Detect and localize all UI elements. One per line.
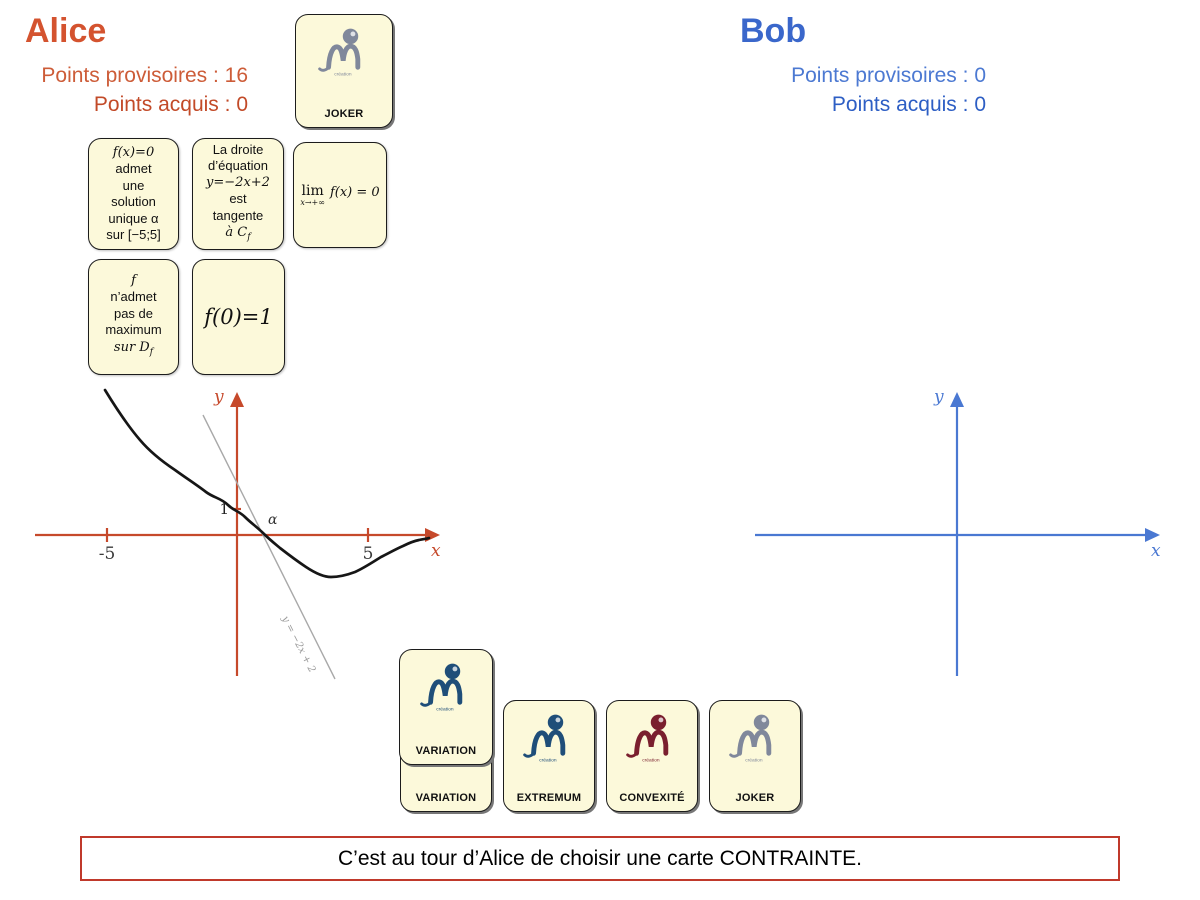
alice-provisional-points-label: Points provisoires :: [41, 64, 219, 87]
hand-card-joker[interactable]: création JOKER: [709, 700, 801, 812]
tangent-line: [202, 414, 336, 680]
card-label: VARIATION: [415, 745, 477, 757]
brand-logo-icon: création: [420, 663, 463, 712]
card-text-line: est: [229, 191, 247, 207]
limit-subscript: x→+∞: [300, 197, 325, 207]
bob-points-panel: Points provisoires : 0 Points acquis : 0: [740, 61, 986, 119]
card-label: CONVEXITÉ: [619, 792, 685, 804]
bob-graph: x y: [755, 387, 1161, 676]
raised-card-variation[interactable]: création VARIATION: [399, 649, 493, 765]
alice-acquired-points-label: Points acquis :: [93, 93, 231, 116]
card-text-line: admet: [115, 161, 152, 176]
alice-acquired-points-value: 0: [236, 93, 248, 116]
player-name-bob: Bob: [740, 12, 807, 50]
card-text-line: La droite: [212, 141, 264, 157]
card-text-line: sur [−5;5]: [106, 227, 161, 242]
status-message-box: C’est au tour d’Alice de choisir une car…: [80, 836, 1120, 881]
hand-card-convexite[interactable]: création CONVEXITÉ: [606, 700, 698, 812]
card-text-line: f(x)=0: [112, 144, 155, 160]
card-text-line: maximum: [105, 322, 162, 338]
bob-acquired-points-label: Points acquis :: [831, 93, 969, 116]
brand-logo-icon: création: [318, 28, 361, 77]
domain-symbol: sur D: [113, 339, 150, 355]
tangent-equation-label: y = −2x + 2: [279, 613, 317, 674]
y-axis-label: y: [933, 387, 944, 407]
logo-caption: création: [436, 706, 454, 712]
limit-word: lim: [301, 182, 324, 199]
card-text-line: n’admet: [110, 289, 157, 305]
bob-provisional-points: Points provisoires : 0: [740, 61, 986, 90]
logo-caption: création: [334, 71, 352, 77]
status-message: C’est au tour d’Alice de choisir une car…: [337, 846, 863, 870]
alpha-label: α: [268, 512, 278, 528]
brand-logo-icon: création: [523, 714, 566, 763]
card-label: JOKER: [735, 792, 775, 804]
bob-acquired-points-value: 0: [974, 93, 986, 116]
bob-acquired-points: Points acquis : 0: [740, 90, 986, 119]
domain-symbol-sub: f: [149, 347, 154, 358]
x-axis-label: x: [1151, 541, 1161, 561]
card-text-line: une: [122, 177, 145, 193]
alice-provisional-points-value: 16: [224, 64, 248, 87]
curve-symbol-sub: f: [247, 232, 251, 243]
alice-graph: -5 5 x y 1 α y = −2x + 2: [35, 387, 441, 680]
logo-caption: création: [539, 757, 557, 763]
limit-expression: f(x) = 0: [329, 184, 380, 200]
x-axis-arrow-icon: [425, 528, 440, 542]
alice-provisional-points: Points provisoires : 16: [25, 61, 248, 90]
alice-axes: [35, 392, 440, 676]
card-text-line: à Cf: [193, 224, 283, 246]
x-axis-arrow-icon: [1145, 528, 1160, 542]
card-text-line: unique α: [108, 210, 159, 226]
card-text-line: f: [131, 272, 136, 288]
card-text-line: pas de: [113, 305, 154, 321]
card-text-line: d’équation: [208, 158, 268, 174]
logo-caption: création: [642, 757, 660, 763]
y-axis-arrow-icon: [230, 392, 244, 407]
function-curve: [103, 388, 431, 579]
alice-points-panel: Points provisoires : 16 Points acquis : …: [25, 61, 248, 119]
bob-axes: [755, 392, 1160, 676]
player-name-alice: Alice: [25, 12, 107, 50]
bob-provisional-points-label: Points provisoires :: [791, 64, 969, 87]
x-axis-label: x: [431, 541, 441, 561]
card-label: JOKER: [324, 108, 364, 120]
tick-label-neg5: -5: [99, 544, 116, 564]
unit-one-label: 1: [219, 500, 229, 518]
brand-logo-icon: création: [626, 714, 669, 763]
constraint-card-unique-solution[interactable]: f(x)=0 admet une solution unique α sur […: [88, 138, 179, 250]
card-text-line: solution: [111, 194, 156, 209]
card-label: EXTREMUM: [516, 792, 582, 804]
y-axis-arrow-icon: [950, 392, 964, 407]
tick-label-pos5: 5: [363, 544, 374, 564]
constraint-card-limit[interactable]: lim x→+∞ f(x) = 0: [293, 142, 387, 248]
card-text-line: tangente: [212, 207, 264, 223]
brand-logo-icon: création: [729, 714, 772, 763]
card-text-line: y=−2x+2: [206, 174, 270, 190]
constraint-card-no-maximum[interactable]: f n’admet pas de maximum sur Df: [88, 259, 179, 375]
card-formula: f(0)=1: [204, 305, 273, 329]
hand-card-extremum[interactable]: création EXTREMUM: [503, 700, 595, 812]
curve-symbol: à C: [225, 225, 248, 241]
y-axis-label: y: [213, 387, 224, 407]
alice-acquired-points: Points acquis : 0: [25, 90, 248, 119]
alice-joker-card[interactable]: création JOKER: [295, 14, 393, 128]
bob-provisional-points-value: 0: [974, 64, 986, 87]
card-label: VARIATION: [415, 792, 477, 804]
logo-caption: création: [745, 757, 763, 763]
card-text-line: sur Df: [89, 339, 178, 361]
constraint-card-tangent[interactable]: La droite d’équation y=−2x+2 est tangent…: [192, 138, 284, 250]
constraint-card-f0-equals-1[interactable]: f(0)=1: [192, 259, 285, 375]
limit-block: lim x→+∞: [300, 184, 325, 207]
